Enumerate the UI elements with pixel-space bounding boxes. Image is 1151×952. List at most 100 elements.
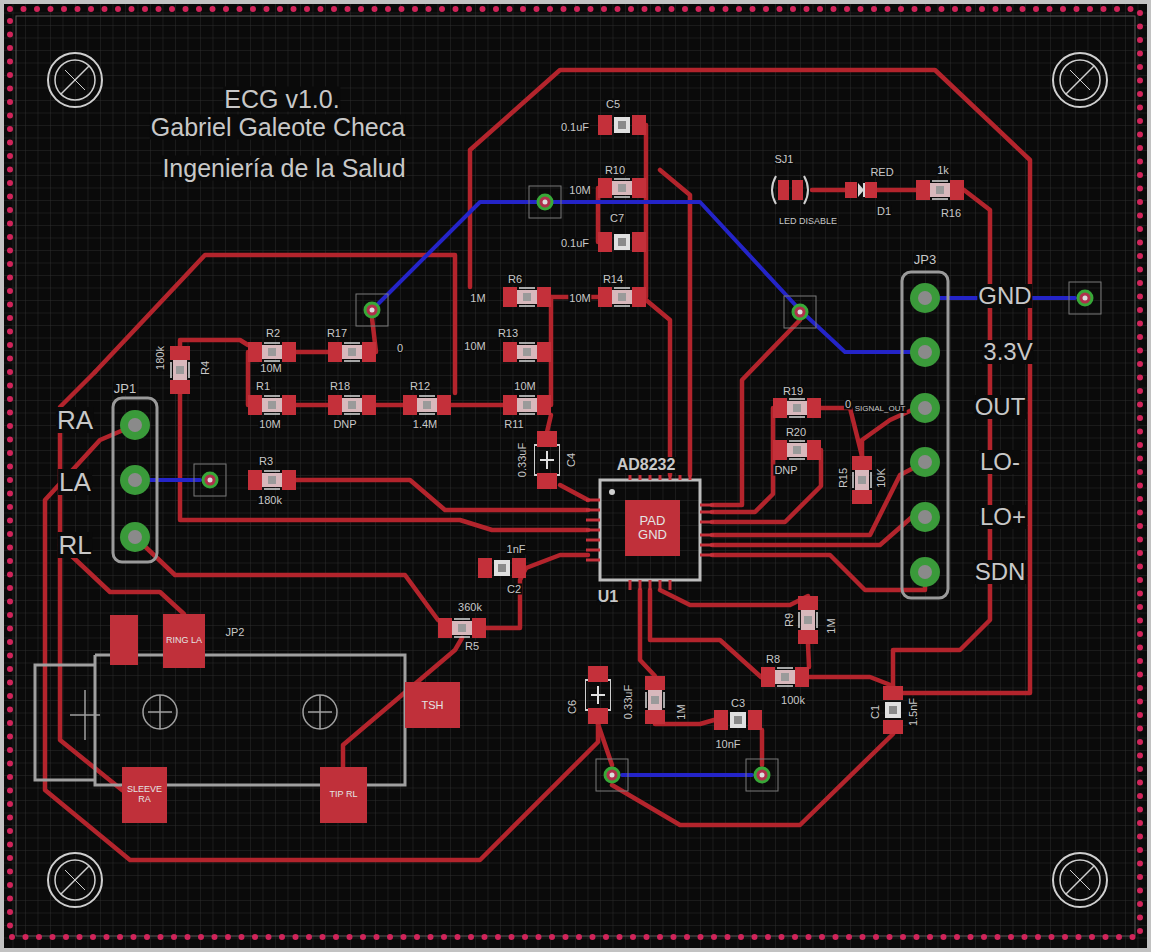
header-connector [902, 272, 948, 598]
smd-resistor [248, 342, 296, 362]
led-and-jumper [772, 176, 776, 204]
smd-resistor [478, 558, 526, 578]
header-connector [918, 401, 932, 415]
audio-jack-outline [148, 711, 172, 713]
smd-resistor [503, 342, 551, 362]
top-trace [875, 188, 916, 193]
copper-pad: RING LA [163, 614, 205, 668]
chip-footprint [629, 475, 632, 480]
pad-label: SLEEVE RA [125, 785, 164, 805]
chip-footprint [639, 475, 642, 480]
silkscreen-label: OUT [974, 395, 1027, 419]
silkscreen-label: 1M [826, 617, 837, 634]
pad-label: PAD GND [628, 514, 677, 543]
smd-resistor [403, 395, 451, 415]
silkscreen-label: 10nF [714, 739, 741, 750]
silkscreen-label: 10M [258, 419, 281, 430]
mounting-hole [48, 853, 102, 907]
silkscreen-label: R13 [497, 328, 519, 339]
chip-footprint [679, 475, 682, 480]
silkscreen-label: JP1 [113, 382, 137, 395]
silkscreen-label: RL [57, 532, 92, 558]
silkscreen-label: 10K [876, 467, 887, 489]
silkscreen-label: R6 [507, 274, 523, 285]
silkscreen-label: C4 [566, 452, 577, 468]
silkscreen-label: LO+ [979, 505, 1027, 529]
silkscreen-label: 10M [513, 381, 536, 392]
led-and-jumper [845, 182, 857, 198]
bottom-trace [372, 202, 912, 352]
silkscreen-label: 10M [568, 185, 591, 196]
led-and-jumper [865, 182, 877, 198]
silkscreen-label: R3 [258, 456, 274, 467]
chip-footprint [700, 554, 714, 557]
top-trace [45, 425, 598, 860]
smd-resistor [503, 287, 551, 307]
top-trace [712, 408, 773, 512]
smd-resistor [773, 440, 821, 460]
silkscreen-label: 10M [568, 293, 591, 304]
silkscreen-label: 1nF [506, 544, 527, 555]
chip-footprint [669, 580, 672, 590]
header-connector [120, 283, 940, 587]
smd-resistor [534, 431, 560, 489]
chip-footprint [700, 544, 714, 547]
audio-jack-outline [35, 665, 95, 780]
smd-resistor [248, 470, 296, 490]
silkscreen-label: Ingeniería de la Salud [161, 156, 406, 181]
chip-footprint [700, 511, 714, 514]
top-trace [712, 517, 925, 545]
jack-pad [110, 615, 138, 665]
header-connector [120, 522, 150, 552]
chip-footprint [586, 475, 714, 590]
silkscreen-label: R15 [838, 467, 849, 489]
audio-jack-outline [35, 655, 405, 785]
silkscreen-label: SJ1 [774, 154, 795, 165]
mounting-hole [48, 53, 102, 107]
silkscreen-label: R20 [785, 427, 807, 438]
silkscreen-label: C6 [567, 699, 578, 715]
silkscreen-label: 180k [257, 495, 283, 506]
top-trace [560, 485, 588, 500]
copper-pad: TIP RL [320, 767, 367, 823]
header-connector [120, 465, 150, 495]
silkscreen-label: Gabriel Galeote Checa [150, 115, 406, 140]
smd-resistor [773, 398, 821, 418]
silkscreen-label: C7 [609, 213, 625, 224]
top-trace [712, 462, 925, 535]
silkscreen-label: 0.33uF [623, 684, 634, 720]
silkscreen-label: 0 [396, 343, 404, 354]
smd-resistor [916, 180, 964, 200]
top-trace [296, 350, 328, 355]
smd-resistor [170, 115, 964, 734]
chip-footprint [639, 580, 642, 590]
mounting-hole [48, 53, 1107, 907]
silkscreen-label: 10M [463, 341, 486, 352]
via [1069, 282, 1101, 314]
via [356, 294, 388, 326]
silkscreen-label: AD8232 [616, 457, 677, 473]
smd-resistor [170, 346, 190, 394]
header-connector [910, 393, 940, 423]
silkscreen-label: DNP [332, 419, 357, 430]
via [529, 186, 561, 218]
chip-footprint [586, 539, 600, 542]
silkscreen-label: 10M [259, 363, 282, 374]
smd-resistor [503, 395, 551, 415]
silkscreen-label: 180k [155, 345, 166, 371]
top-trace [660, 590, 808, 605]
silkscreen-label: R11 [503, 419, 524, 430]
mounting-hole [1053, 53, 1107, 107]
chip-footprint [700, 534, 714, 537]
silkscreen-label: DNP [773, 465, 798, 476]
header-connector [128, 291, 932, 579]
audio-jack-outline [95, 655, 405, 785]
silkscreen-label: R17 [326, 328, 348, 339]
silkscreen-label: R2 [265, 328, 281, 339]
top-trace [808, 644, 809, 667]
top-trace [809, 677, 893, 686]
jack-pad [110, 615, 138, 665]
top-trace [470, 70, 1030, 693]
chip-footprint [629, 580, 632, 590]
